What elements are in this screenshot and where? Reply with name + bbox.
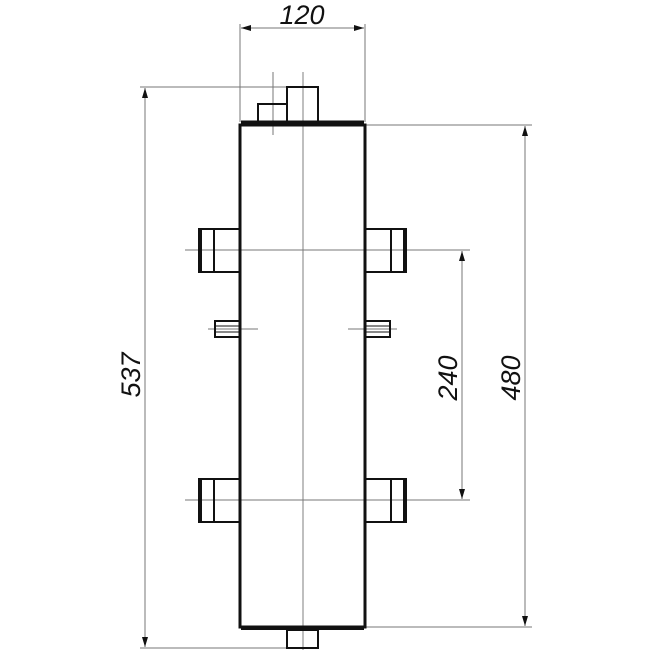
- left-sensor-pin: [214, 320, 241, 338]
- lower-left-nozzle: [198, 478, 241, 523]
- top-small-nozzle: [257, 103, 288, 123]
- width-dimension-label: 120: [279, 0, 324, 30]
- nozzle-spacing-dimension-label: 240: [433, 355, 463, 401]
- body-height-dimension-label: 480: [496, 355, 526, 400]
- lower-right-nozzle: [364, 478, 407, 523]
- right-sensor-pin: [364, 320, 391, 338]
- upper-left-nozzle: [198, 228, 241, 273]
- upper-right-nozzle: [364, 228, 407, 273]
- total-height-dimension-label: 537: [116, 351, 146, 397]
- bottom-drain-nozzle: [286, 629, 319, 649]
